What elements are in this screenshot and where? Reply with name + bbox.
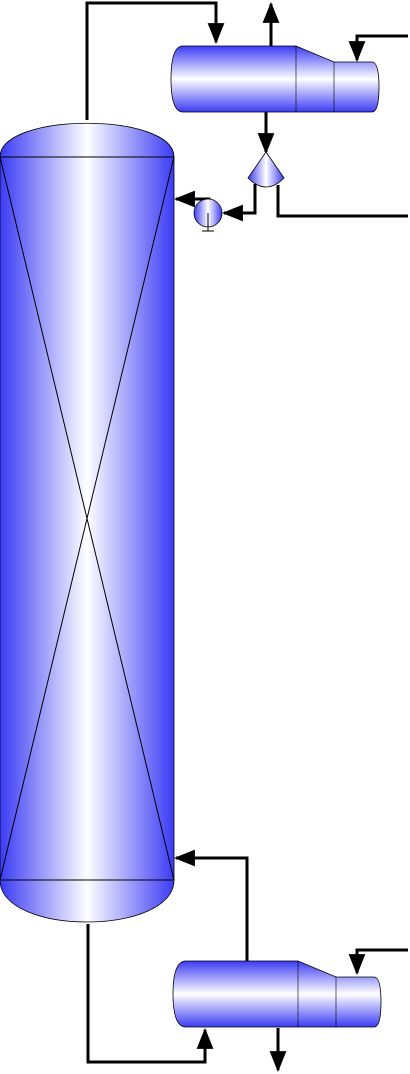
bottoms-to-reboiler-line [86, 924, 214, 1064]
reflux-line [221, 184, 257, 222]
reflux-pump [193, 198, 223, 232]
boilup-line [173, 849, 249, 961]
overhead-vapor-line [85, 1, 225, 120]
reboiler [172, 960, 382, 1028]
reflux-splitter [247, 151, 285, 188]
reboiler-heating-inlet-line [348, 948, 408, 976]
distillate-line [276, 185, 408, 218]
distillation-column [0, 122, 175, 923]
packing-section [0, 156, 175, 881]
condenser-coolant-inlet-line [348, 34, 408, 63]
condenser [170, 45, 380, 113]
